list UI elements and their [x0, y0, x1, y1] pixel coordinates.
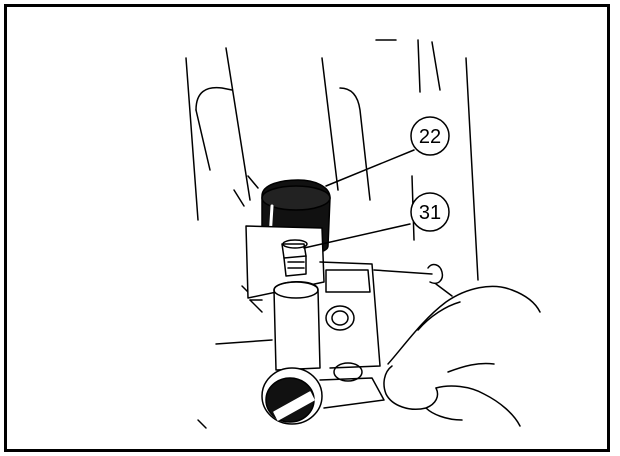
wrench-head: [261, 367, 385, 425]
side-bracket: [319, 261, 433, 382]
callout-label: 22: [419, 126, 441, 148]
callout-circle: [410, 192, 450, 232]
callout-22: 22: [410, 116, 450, 156]
bolt-part-31: [281, 239, 308, 277]
tool-shaft: [273, 281, 321, 371]
callout-circle: [410, 116, 450, 156]
hand: [383, 263, 541, 427]
chassis-lines: [185, 39, 479, 429]
callout-31: 31: [410, 192, 450, 232]
leader-lines: [303, 149, 415, 249]
callout-label: 31: [419, 202, 441, 224]
